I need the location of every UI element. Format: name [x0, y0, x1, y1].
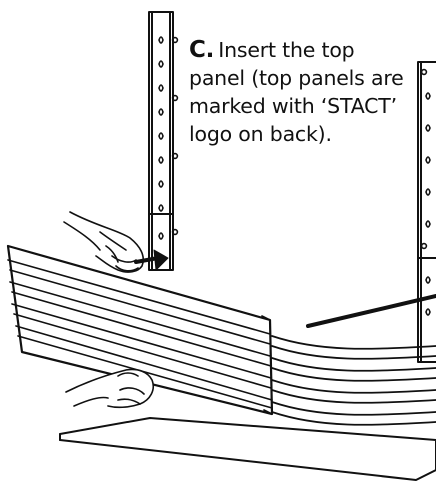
- hand-icon: [65, 368, 155, 409]
- instruction-text: C.Insert the top panel (top panels are m…: [189, 36, 425, 148]
- instruction-line-2: panel (top panels are: [189, 66, 404, 90]
- installed-panels: [271, 335, 436, 426]
- instruction-line1-text: Insert the top: [218, 38, 355, 62]
- top-panel: [6, 244, 274, 416]
- floor-board: [59, 417, 436, 481]
- instruction-line-3: marked with ‘STACT’: [189, 94, 397, 118]
- right-post: [417, 61, 436, 363]
- arrow-down-icon: [134, 249, 169, 271]
- pointer-line: [306, 294, 436, 328]
- instruction-line-1: C.Insert the top: [189, 36, 425, 64]
- instruction-line-4: logo on back).: [189, 122, 332, 146]
- hand-icon: [63, 211, 145, 273]
- step-letter: C.: [189, 37, 215, 63]
- left-post: [148, 11, 179, 271]
